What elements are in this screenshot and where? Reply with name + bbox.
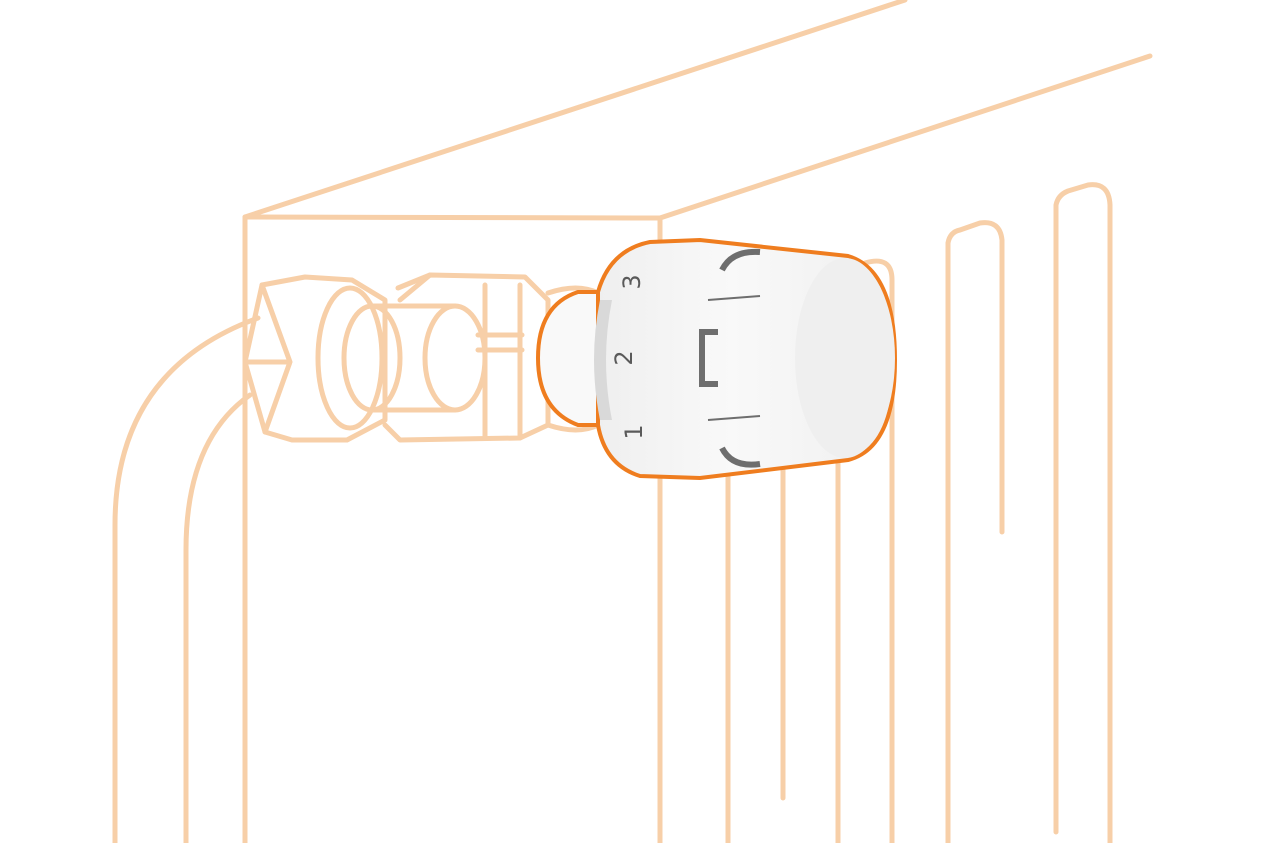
coupling-ring-inner xyxy=(341,303,403,413)
coupling-ring-outer xyxy=(315,285,385,431)
radiator-top-edge-back xyxy=(242,0,908,220)
dial-mark-bracket xyxy=(699,329,718,387)
radiator xyxy=(112,0,1153,843)
knob-end-cap xyxy=(795,258,895,458)
dial-mark-upper-line xyxy=(707,295,761,301)
thermostat-head: 3 2 1 xyxy=(535,237,898,481)
thermostat-collar xyxy=(535,290,602,427)
dial-label-2: 2 xyxy=(610,350,638,365)
radiator-fin-6 xyxy=(1053,182,1113,843)
hex-nut-left xyxy=(242,274,388,443)
dial-mark-top-curve xyxy=(719,248,761,272)
connector-tube-end xyxy=(422,303,488,413)
dial-label-3: 3 xyxy=(618,274,646,289)
pipe-bend-outer xyxy=(112,315,261,843)
hex-nut-right-edges xyxy=(397,272,525,441)
knob-rim-shade xyxy=(594,300,612,420)
hex-nut-right xyxy=(382,272,551,443)
radiator-front-panel xyxy=(242,214,663,843)
connector-tube xyxy=(369,303,458,413)
pipe-bend-inner xyxy=(183,392,253,843)
radiator-fin-4 xyxy=(862,258,895,843)
radiator-fin-5 xyxy=(945,220,1005,843)
radiator-top-edge-front xyxy=(657,53,1153,221)
valve-body xyxy=(242,272,601,443)
hex-nut-left-face xyxy=(242,282,293,435)
dial-label-1: 1 xyxy=(620,424,648,439)
dial-mark-lower-line xyxy=(707,415,761,421)
dial-mark-bottom-curve xyxy=(719,446,761,468)
